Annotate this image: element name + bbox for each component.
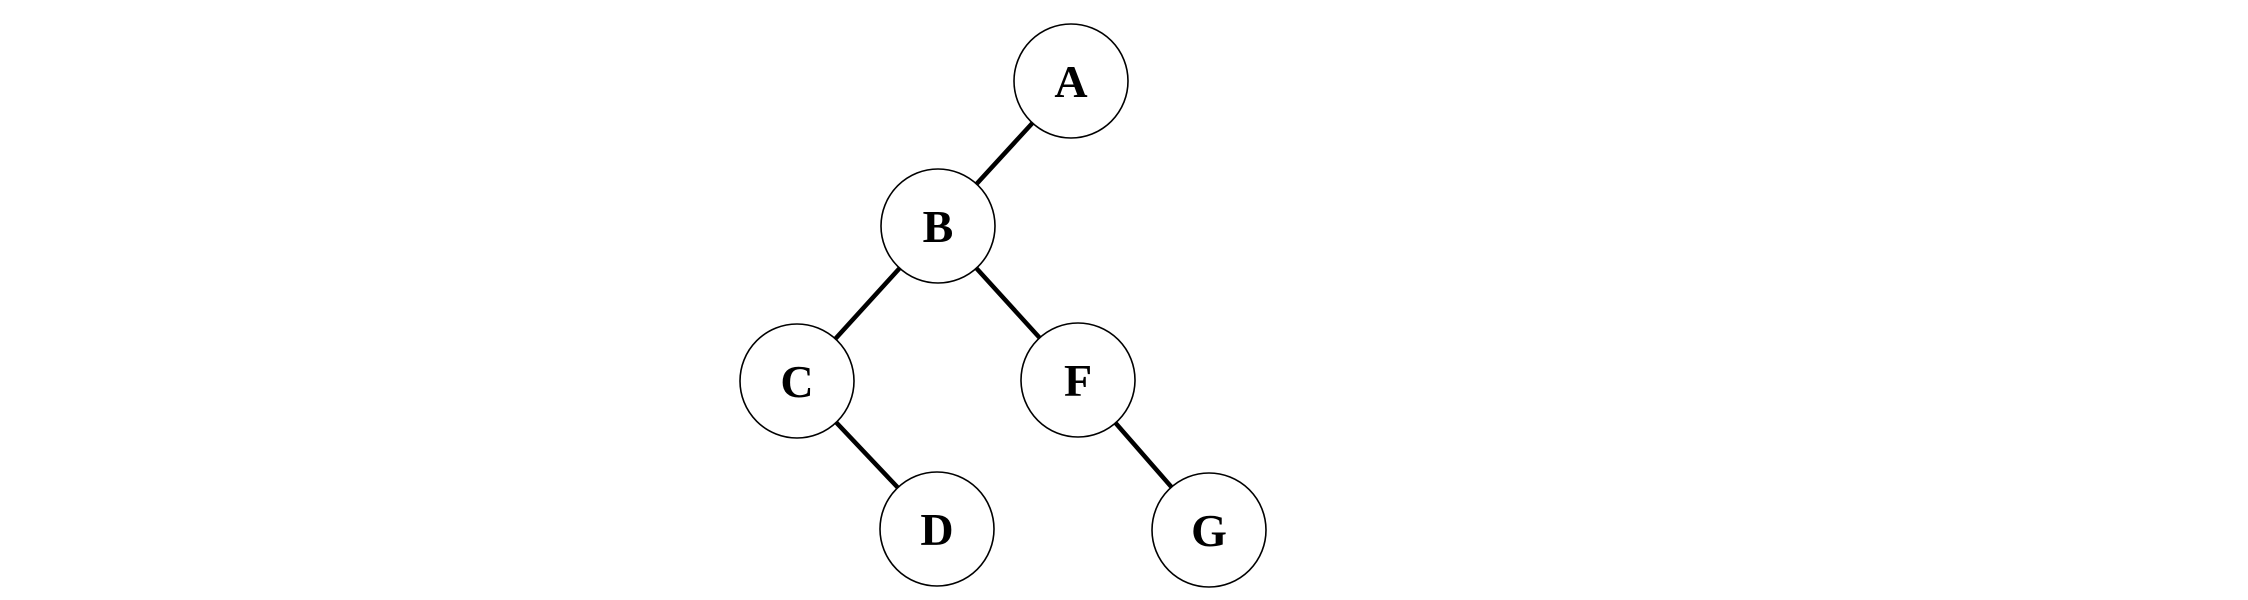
tree-node-D: D bbox=[879, 471, 995, 587]
tree-node-B: B bbox=[880, 168, 996, 284]
tree-node-circle-G bbox=[1151, 472, 1267, 588]
tree-node-C: C bbox=[739, 323, 855, 439]
tree-node-circle-D bbox=[879, 471, 995, 587]
tree-node-label-G: G bbox=[1191, 505, 1227, 556]
tree-node-circle-B bbox=[880, 168, 996, 284]
tree-node-label-D: D bbox=[920, 504, 953, 555]
tree-node-A: A bbox=[1013, 23, 1129, 139]
tree-nodes: A B C F D G bbox=[739, 23, 1267, 588]
tree-node-circle-F bbox=[1020, 322, 1136, 438]
tree-edges bbox=[795, 79, 1211, 532]
tree-node-G: G bbox=[1151, 472, 1267, 588]
tree-node-label-F: F bbox=[1064, 355, 1092, 406]
tree-node-label-A: A bbox=[1054, 56, 1087, 107]
tree-node-circle-A bbox=[1013, 23, 1129, 139]
tree-node-label-B: B bbox=[923, 201, 954, 252]
tree-node-label-C: C bbox=[780, 356, 813, 407]
tree-node-F: F bbox=[1020, 322, 1136, 438]
tree-node-circle-C bbox=[739, 323, 855, 439]
